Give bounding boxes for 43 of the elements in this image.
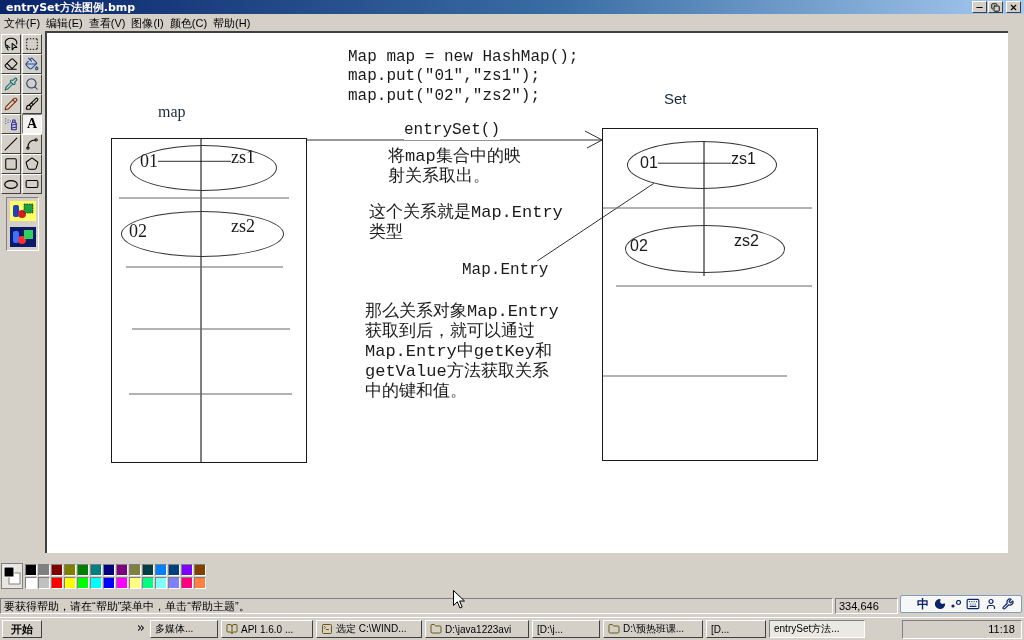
menu-item: 帮助(H) <box>213 15 251 30</box>
connector-line <box>657 162 732 164</box>
text-tool-button: A <box>22 114 42 134</box>
value-text: zs1 <box>231 147 255 168</box>
taskbar-button: entrySet方法... <box>769 620 865 638</box>
taskbar-button: 选定 C:\WIND... <box>316 620 422 638</box>
start-button: 开始 <box>2 620 42 638</box>
connector-line <box>157 160 232 162</box>
input-mode-text: 中 <box>917 597 929 611</box>
table-heading: Set <box>664 90 687 108</box>
value-text: zs2 <box>734 232 759 251</box>
table-heading: map <box>158 103 186 122</box>
menu-item: 编辑(E) <box>46 15 83 30</box>
note-text: 那么关系对象Map.Entry获取到后，就可以通过Map.Entry中getKey和getValue方法获取关系中的键和值。 <box>365 302 560 402</box>
arrow <box>306 130 603 149</box>
key-text: 01 <box>640 154 658 173</box>
callout-label: Map.Entry <box>462 261 549 280</box>
taskbar-button: API 1.6.0 ... <box>221 620 313 638</box>
menu-item: 颜色(C) <box>169 15 208 30</box>
value-text: zs1 <box>731 150 756 169</box>
clock-text: 11:18 <box>988 623 1015 636</box>
taskbar-button: D:\预热班课... <box>603 620 703 638</box>
menu-item: 文件(F) <box>4 15 41 30</box>
key-text: 02 <box>630 237 648 256</box>
leader-line <box>536 182 655 262</box>
taskbar-button: [D:\j... <box>532 620 600 638</box>
key-text: 01 <box>140 151 158 172</box>
taskbar-button: [D... <box>706 620 766 638</box>
note-text: 这个关系就是Map.Entry类型 <box>369 203 564 243</box>
edge-label: entrySet() <box>404 121 500 140</box>
cursor-coordinates: 334,646 <box>835 598 898 614</box>
taskbar-button: 多媒体... <box>150 620 218 638</box>
menu-item: 图像(I) <box>131 15 164 30</box>
status-bar-text: 要获得帮助，请在“帮助”菜单中，单击“帮助主题”。 <box>0 598 833 614</box>
window-title: entrySet方法图例.bmp <box>6 0 136 14</box>
key-text: 02 <box>129 221 147 242</box>
note-text: 将map集合中的映射关系取出。 <box>388 147 522 187</box>
menu-item: 查看(V) <box>88 15 126 30</box>
code-line: Map map = new HashMap(); <box>348 48 579 67</box>
code-line: map.put("01","zs1"); <box>348 67 541 86</box>
taskbar-button: D:\java1223avi <box>425 620 529 638</box>
value-text: zs2 <box>231 216 255 237</box>
code-line: map.put("02","zs2"); <box>348 87 541 106</box>
